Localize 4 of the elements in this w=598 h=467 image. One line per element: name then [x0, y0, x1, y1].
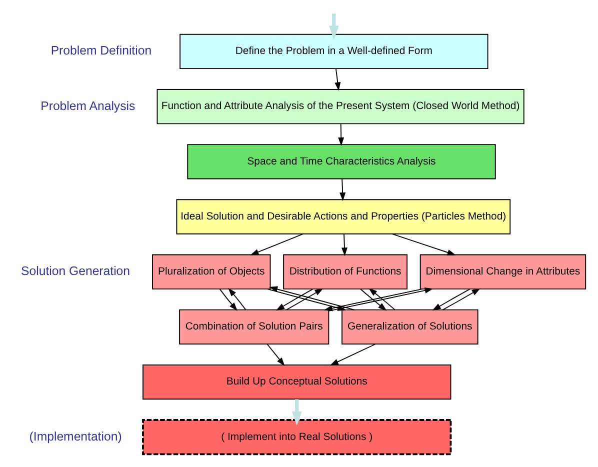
- label: Problem Analysis: [40, 98, 136, 113]
- label: Problem Definition: [50, 44, 152, 58]
- label: (Implementation): [29, 429, 122, 444]
- label: Solution Generation: [21, 264, 130, 278]
